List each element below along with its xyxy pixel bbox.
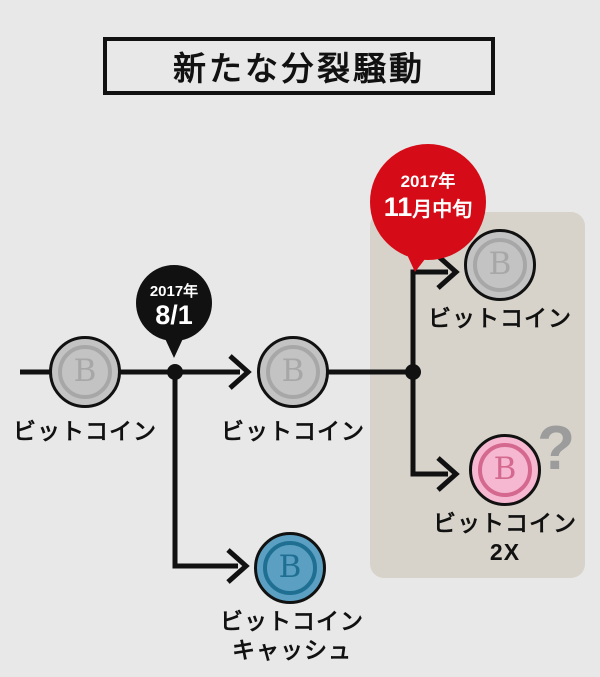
bitcoin-after-fork-coin-icon: B: [464, 229, 536, 301]
coin-symbol: B: [493, 450, 517, 487]
november-bubble-label: 2017年 11月中旬: [360, 172, 496, 223]
fork-dot-november: [405, 364, 421, 380]
bitcoin-2x-label-line2: 2X: [489, 538, 521, 565]
bitcoin-2x-label-line1: ビットコイン: [433, 510, 577, 536]
bitcoin-cash-label-line1: ビットコイン: [220, 608, 364, 634]
fork-dot-august: [167, 364, 183, 380]
august-bubble-tail: [162, 332, 186, 358]
arrow-to-bitcoin-icon: [228, 354, 252, 390]
november-bubble-tail: [404, 248, 432, 272]
coin-symbol: B: [73, 352, 97, 389]
branch-line-bitcoin-up: [410, 269, 448, 372]
question-mark: ?: [537, 414, 575, 483]
november-year: 2017年: [400, 172, 456, 191]
bitcoin-after-fork-label: ビットコイン: [428, 305, 572, 331]
august-date: 8/1: [155, 300, 193, 331]
coin-symbol: B: [278, 548, 302, 585]
branch-line-bitcoin-cash: [172, 372, 238, 569]
branch-line-bitcoin-2x: [410, 372, 448, 477]
bitcoin-continue-label: ビットコイン: [221, 418, 365, 444]
bitcoin-2x-coin-icon: B: [469, 434, 541, 506]
august-year: 2017年: [149, 283, 199, 300]
arrow-to-bitcoin-after-fork-icon: [436, 254, 460, 290]
coin-ring: B: [478, 443, 532, 497]
bitcoin-origin-coin-icon: B: [49, 336, 121, 408]
coin-ring: B: [58, 345, 112, 399]
august-bubble-shape: [136, 265, 212, 341]
arrow-to-bitcoin-cash-icon: [226, 548, 250, 584]
bitcoin-continue-coin-icon: B: [257, 336, 329, 408]
bitcoin-cash-coin-icon: B: [254, 532, 326, 604]
bitcoin-origin-label: ビットコイン: [13, 418, 157, 444]
november-date-suffix: 月中旬: [412, 198, 473, 221]
coin-symbol: B: [488, 245, 512, 282]
coin-ring: B: [263, 541, 317, 595]
bitcoin-cash-label: ビットコイン キャッシュ: [207, 607, 377, 665]
bitcoin-cash-label-line2: キャッシュ: [232, 636, 352, 663]
coin-symbol: B: [281, 352, 305, 389]
november-bubble-shape: [370, 144, 486, 260]
page-title: 新たな分裂騒動: [103, 37, 495, 95]
november-date: 11月中旬: [360, 192, 496, 223]
august-bubble-label: 2017年 8/1: [114, 283, 234, 331]
bitcoin-2x-label: ビットコイン 2X: [420, 509, 590, 567]
coin-ring: B: [266, 345, 320, 399]
coin-ring: B: [473, 238, 527, 292]
november-date-number: 11: [383, 191, 413, 222]
arrow-to-bitcoin-2x-icon: [436, 456, 460, 492]
